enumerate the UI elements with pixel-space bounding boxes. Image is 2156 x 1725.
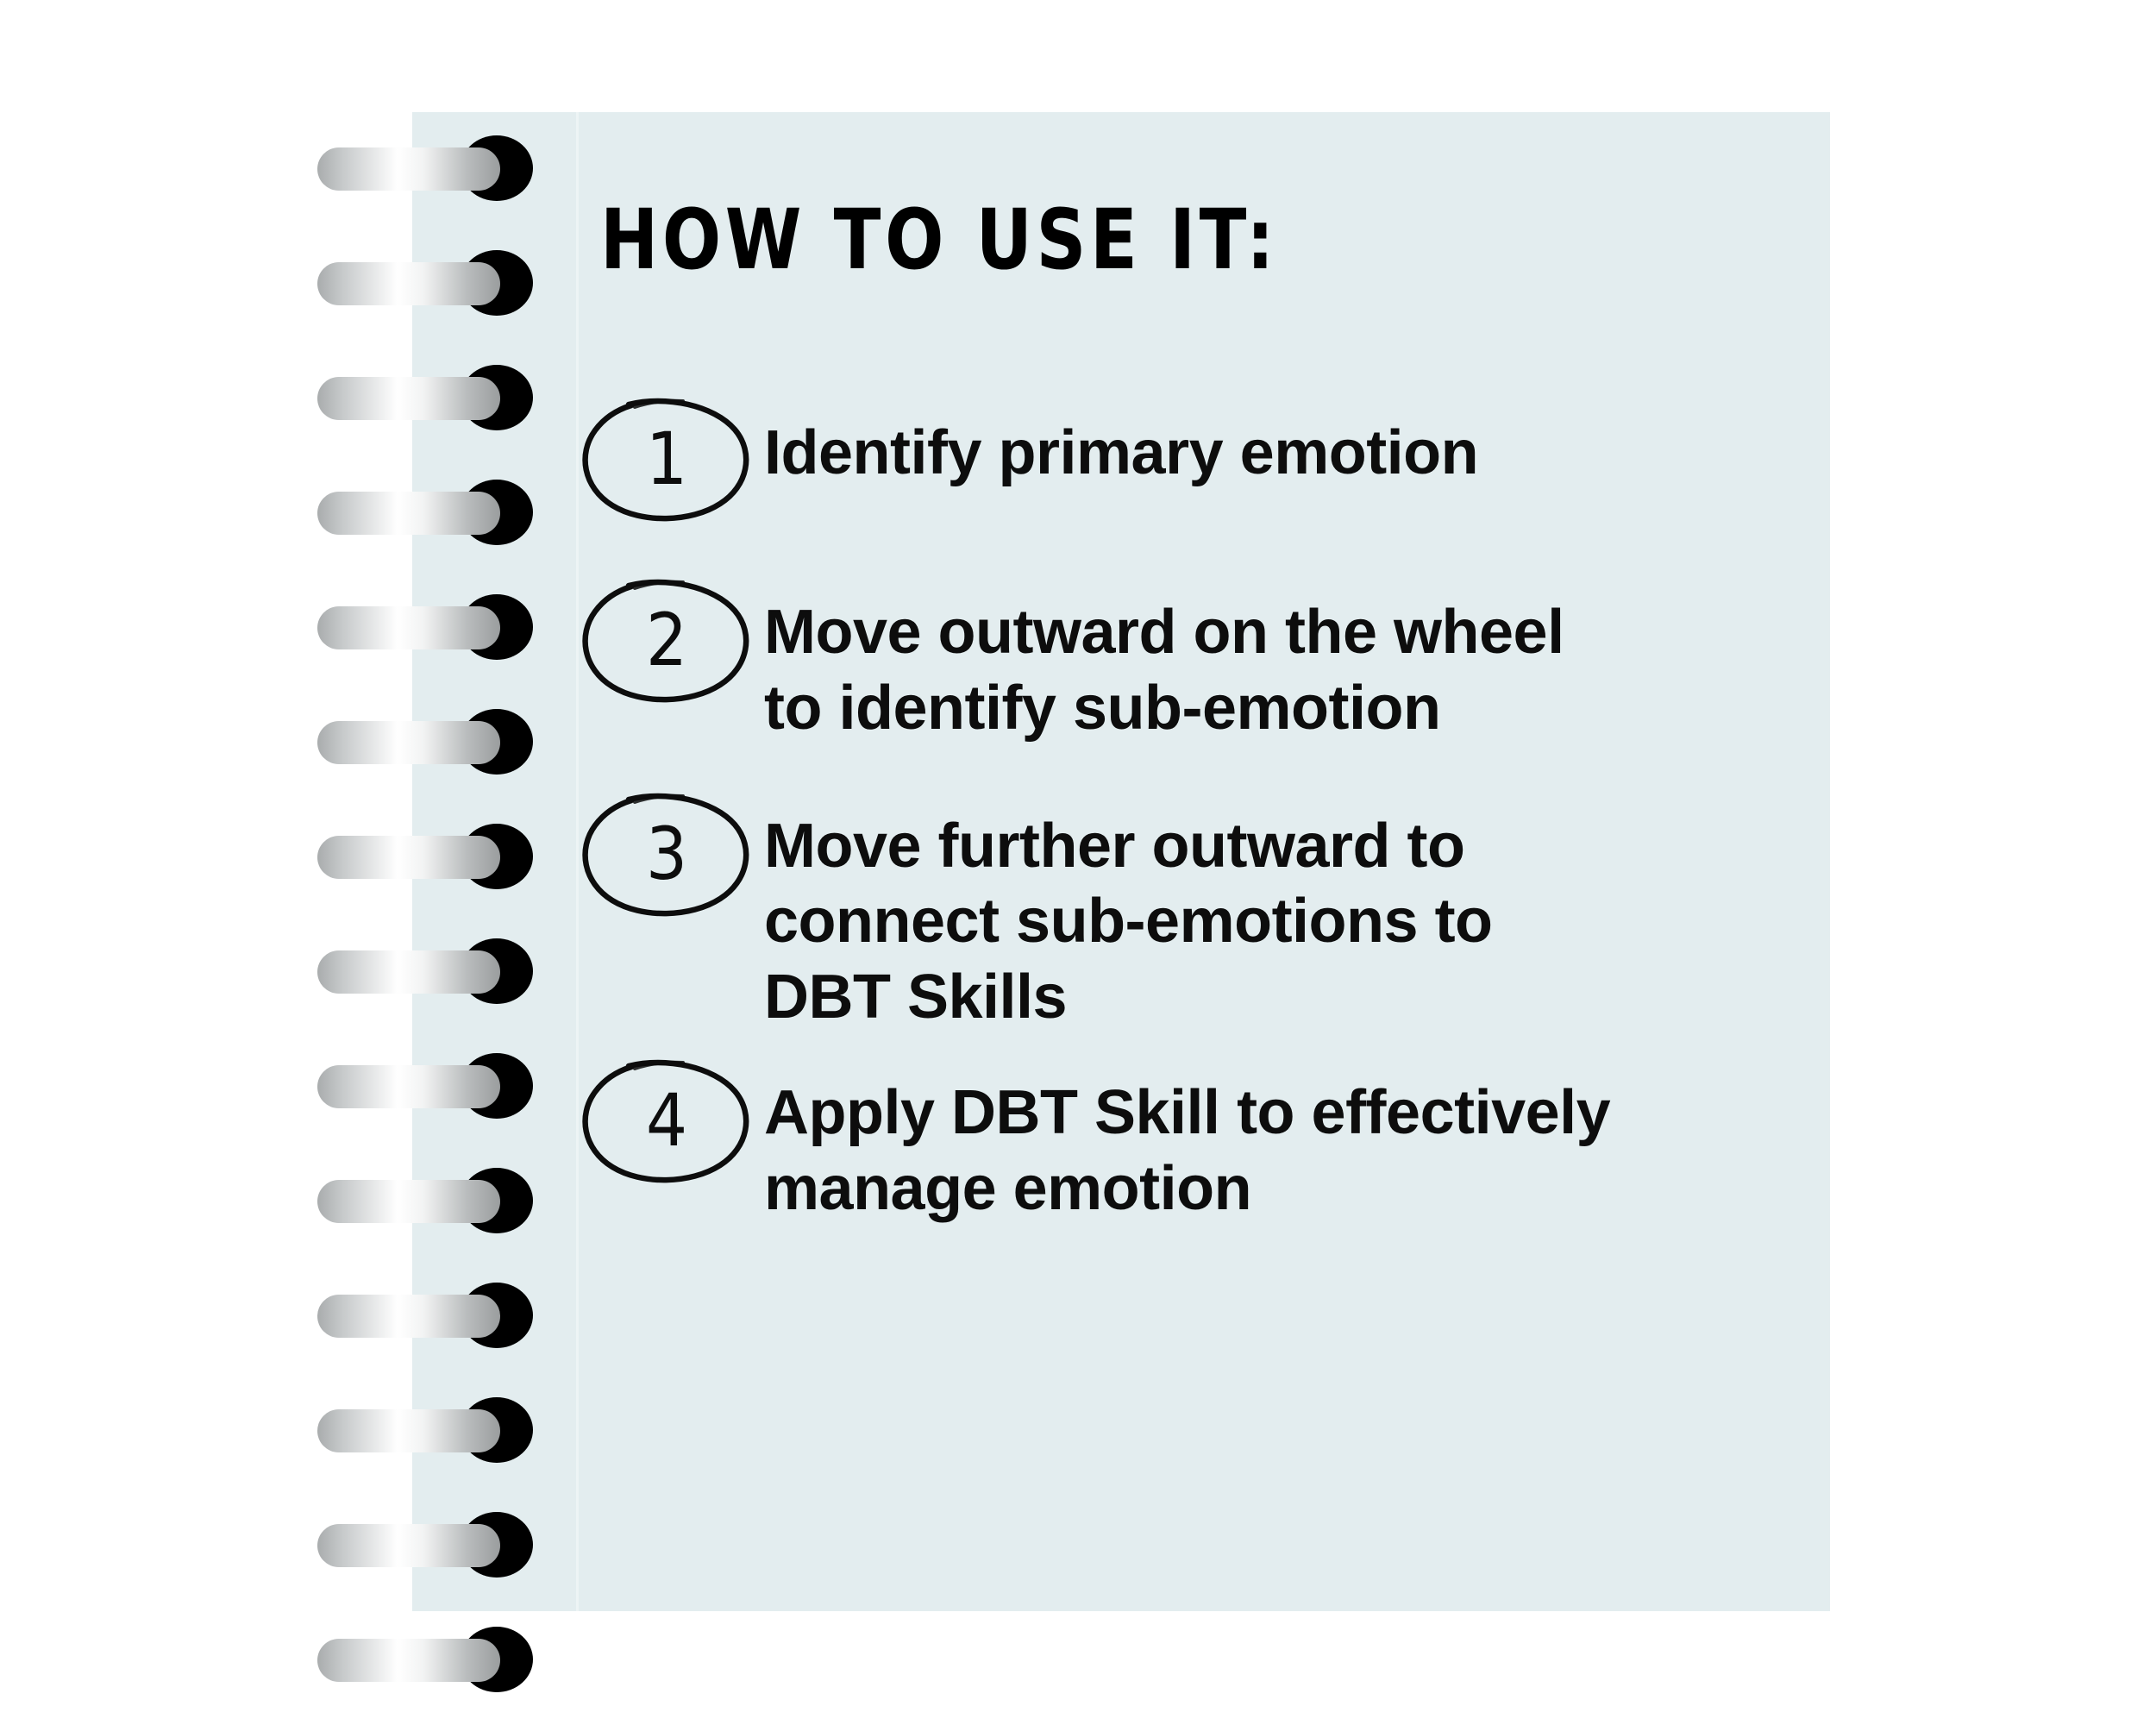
spiral-ring-hole: [461, 1627, 533, 1692]
step-number-badge-4: 4: [576, 1055, 757, 1186]
step-item-4: 4 Apply DBT Skill to effectively manage …: [576, 1057, 1801, 1227]
spiral-ring-icon: [317, 1627, 533, 1692]
spiral-ring-wire: [317, 1639, 500, 1682]
step-item-3: 3 Move further outward to connect sub-em…: [576, 790, 1801, 1036]
step-number-3: 3: [645, 811, 688, 896]
step-number-2: 2: [645, 598, 688, 682]
step-text-3: Move further outward to connect sub-emot…: [764, 811, 1493, 1032]
step-number-badge-1: 1: [576, 393, 757, 524]
hand-drawn-circle-icon: [582, 793, 749, 917]
step-number-1: 1: [645, 417, 688, 501]
steps-list: 1 Identify primary emotion 2 Move outwar…: [576, 397, 1801, 1257]
page-title: HOW TO USE IT:: [600, 191, 1278, 288]
step-item-2: 2 Move outward on the wheel to identify …: [576, 576, 1801, 747]
hand-drawn-circle-icon: [582, 1059, 749, 1183]
notebook-page: HOW TO USE IT: 1 Identify primary emotio…: [412, 112, 1830, 1611]
step-number-badge-3: 3: [576, 788, 757, 919]
step-number-badge-2: 2: [576, 574, 757, 706]
page-margin-rule: [576, 112, 579, 1611]
step-item-1: 1 Identify primary emotion: [576, 397, 1801, 524]
hand-drawn-circle-icon: [582, 579, 749, 703]
step-text-2: Move outward on the wheel to identify su…: [764, 598, 1564, 743]
step-text-1: Identify primary emotion: [764, 418, 1479, 487]
step-text-4: Apply DBT Skill to effectively manage em…: [764, 1078, 1611, 1223]
hand-drawn-circle-icon: [582, 398, 749, 522]
step-number-4: 4: [645, 1078, 688, 1164]
